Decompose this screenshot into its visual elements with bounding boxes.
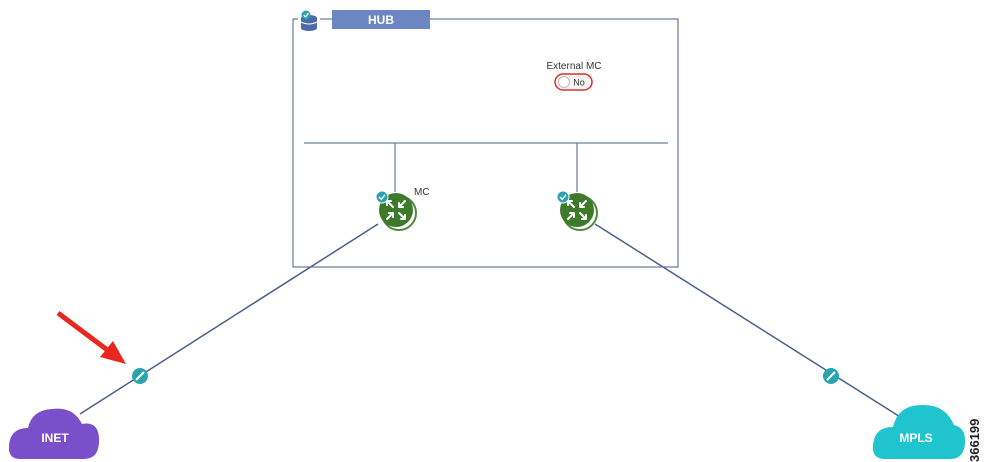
mpls-cloud[interactable]: MPLS	[872, 404, 966, 459]
hub-container[interactable]: HUB External MC No	[292, 10, 679, 268]
inet-cloud-label: INET	[41, 431, 69, 445]
figure-id: 366199	[967, 419, 982, 462]
link-router-to-mpls[interactable]	[594, 223, 906, 421]
router-right[interactable]	[556, 190, 598, 231]
link-mc-to-inet[interactable]	[79, 223, 379, 415]
external-mc-toggle[interactable]: No	[554, 73, 593, 91]
inet-interface-marker-icon[interactable]	[132, 368, 148, 384]
router-arrows-icon	[567, 200, 587, 220]
router-mc-label: MC	[414, 187, 430, 198]
external-mc-toggle-value: No	[573, 78, 585, 88]
hub-title-tab[interactable]	[332, 10, 430, 29]
router-mc[interactable]	[375, 190, 417, 231]
mpls-interface-marker-icon[interactable]	[823, 368, 839, 384]
mpls-cloud-label: MPLS	[899, 431, 932, 445]
router-arrows-icon	[386, 200, 406, 220]
external-mc-label: External MC	[546, 61, 601, 72]
toggle-knob	[558, 76, 570, 88]
hub-title: HUB	[368, 13, 394, 27]
router-right-check-badge-icon	[556, 190, 570, 204]
hub-database-icon	[298, 10, 320, 33]
inet-cloud[interactable]: INET	[8, 408, 100, 459]
red-pointer-arrow-icon	[56, 311, 126, 364]
router-mc-check-badge-icon	[375, 190, 389, 204]
